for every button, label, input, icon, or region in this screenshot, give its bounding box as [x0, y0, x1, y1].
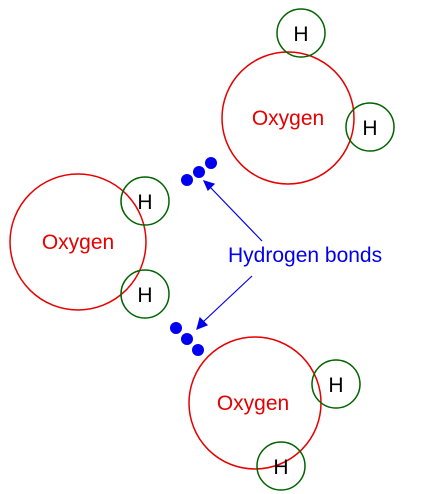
hydrogen-bonds-label: Hydrogen bonds: [228, 244, 382, 267]
hydrogen-label-bottom-2: H: [273, 456, 288, 479]
hydrogen-atom-bottom-2: [256, 441, 306, 491]
arrow-lower-head: [196, 316, 209, 331]
arrow-upper-head: [202, 180, 216, 192]
water-molecule-left: Oxygen H H: [9, 173, 170, 319]
hydrogen-atom-top-2: [345, 102, 395, 152]
hydrogen-label-bottom-1: H: [328, 374, 343, 397]
bond-dot: [192, 344, 204, 356]
water-molecule-bottom: Oxygen H H: [188, 336, 361, 491]
bond-dot: [181, 174, 193, 186]
hydrogen-atom-bottom-1: [311, 359, 361, 409]
oxygen-label-left: Oxygen: [42, 231, 114, 254]
oxygen-atom-top: [221, 51, 355, 185]
oxygen-label-top: Oxygen: [252, 107, 324, 130]
hydrogen-atom-left-2: [120, 269, 170, 319]
hydrogen-bond-dots-lower: [170, 322, 204, 356]
arrow-upper-shaft: [209, 186, 263, 242]
hydrogen-atom-left-1: [120, 176, 170, 226]
arrow-lower-shaft: [202, 275, 253, 323]
bond-arrows: [196, 180, 263, 331]
oxygen-label-bottom: Oxygen: [217, 392, 289, 415]
bond-dot: [170, 322, 182, 334]
bond-dot: [181, 333, 193, 345]
bond-dot: [193, 166, 205, 178]
hydrogen-label-top-2: H: [362, 117, 377, 140]
hydrogen-bond-dots-upper: [181, 157, 217, 186]
water-molecule-top: Oxygen H H: [221, 8, 395, 185]
oxygen-atom-left: [9, 173, 147, 311]
hydrogen-label-top-1: H: [293, 23, 308, 46]
bond-dot: [205, 157, 217, 169]
hydrogen-label-left-1: H: [137, 191, 152, 214]
hydrogen-label-left-2: H: [137, 284, 152, 307]
hydrogen-atom-top-1: [276, 8, 326, 58]
